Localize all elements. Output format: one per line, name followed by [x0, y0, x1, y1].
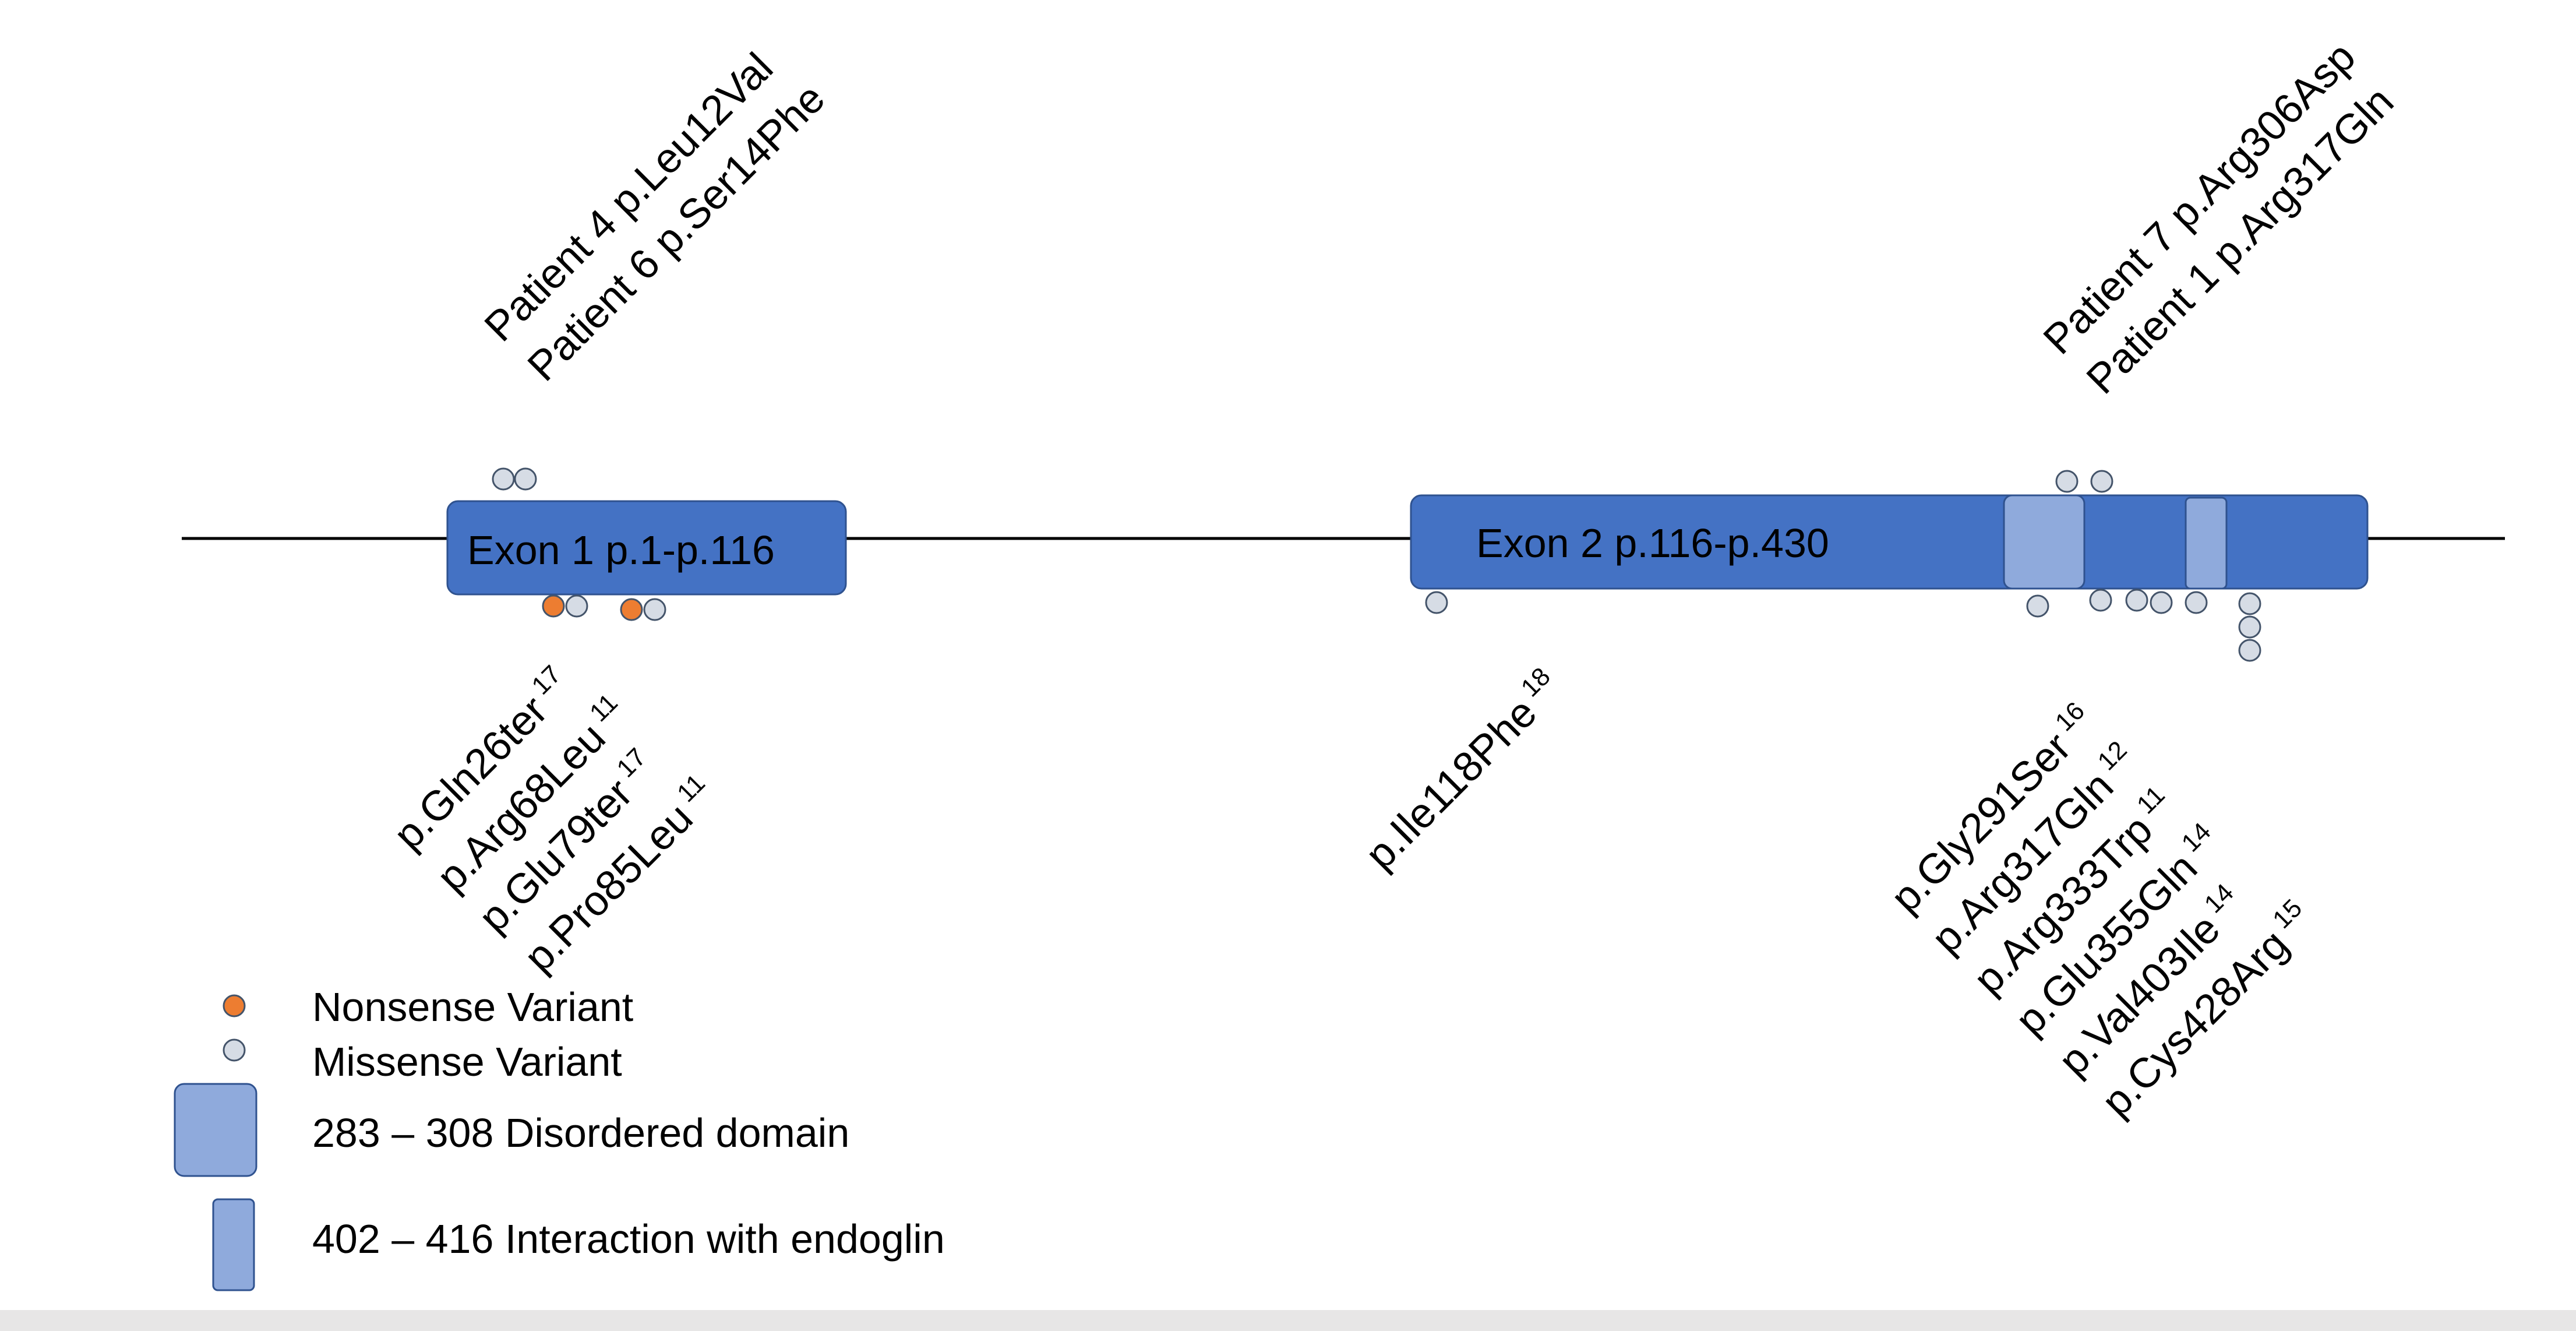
patient-markers [492, 467, 2113, 493]
exon-2-label: Exon 2 p.116-p.430 [1476, 520, 1829, 566]
exon-1-label: Exon 1 p.1-p.116 [467, 527, 775, 573]
endoglin-interaction-box [2185, 497, 2228, 590]
legend-nonsense-label: Nonsense Variant [312, 984, 633, 1030]
variant-ref: 16 [2050, 696, 2090, 737]
disordered-domain-box [2003, 494, 2085, 590]
missense-marker [2238, 592, 2261, 615]
literature-markers [542, 589, 2261, 662]
variant-ref: 14 [2199, 878, 2239, 918]
variant-ref: 11 [2132, 780, 2171, 819]
exon-2-box [1410, 494, 2369, 590]
missense-marker [2238, 615, 2261, 639]
variant-ref: 15 [2267, 894, 2307, 934]
bottom-strip [0, 1310, 2576, 1331]
legend: Nonsense Variant Missense Variant 283 – … [174, 984, 945, 1291]
variant-ref: 17 [611, 742, 651, 783]
disordered-legend-icon [174, 1083, 257, 1177]
variant-name: p.Ile118Phe [1357, 689, 1546, 879]
variant-ref: 11 [584, 688, 623, 727]
missense-marker [2026, 594, 2049, 618]
variant-label: p.Ile118Phe18 [1354, 662, 1571, 878]
variant-ref: 18 [1516, 662, 1556, 702]
missense-marker [2125, 589, 2148, 612]
missense-marker [2238, 639, 2261, 662]
missense-marker [2055, 470, 2079, 493]
missense-marker [2185, 591, 2208, 614]
nonsense-legend-icon [223, 994, 246, 1017]
missense-marker [565, 594, 588, 618]
nonsense-marker [542, 594, 565, 618]
nonsense-marker [620, 598, 643, 621]
missense-marker [2150, 591, 2173, 614]
missense-marker [2090, 470, 2113, 493]
missense-marker [492, 467, 515, 491]
variant-ref: 14 [2176, 817, 2217, 857]
legend-missense-label: Missense Variant [312, 1039, 622, 1084]
exon-1-box [446, 500, 847, 596]
variant-ref: 11 [672, 769, 711, 808]
missense-marker [2089, 589, 2112, 612]
legend-disordered-label: 283 – 308 Disordered domain [312, 1110, 849, 1156]
variant-ref: 17 [526, 660, 566, 700]
missense-legend-icon [223, 1038, 246, 1062]
interaction-legend-icon [212, 1198, 255, 1291]
legend-interaction-label: 402 – 416 Interaction with endoglin [312, 1216, 945, 1262]
missense-marker [643, 598, 666, 621]
missense-marker [514, 467, 537, 491]
variant-ref: 12 [2092, 735, 2133, 776]
missense-marker [1425, 591, 1448, 614]
